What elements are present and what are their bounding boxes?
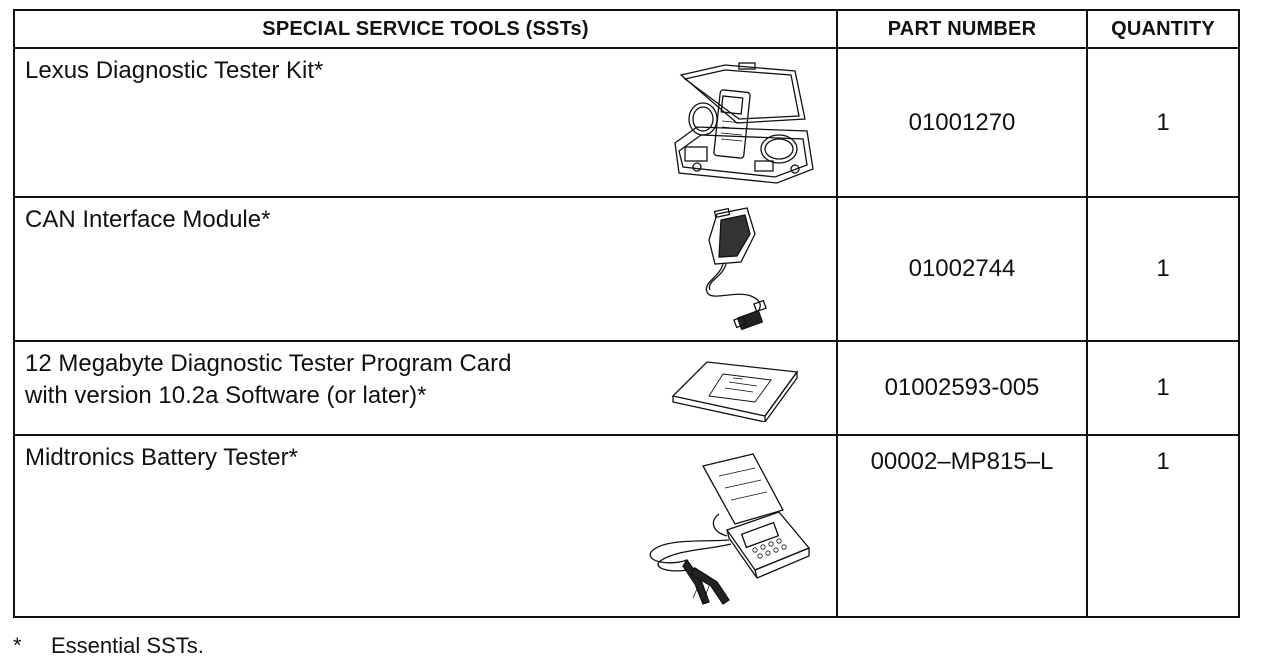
program-card-icon xyxy=(671,361,799,422)
quantity-cell: 1 xyxy=(1086,47,1240,198)
part-number-cell: 01002593-005 xyxy=(836,340,1088,436)
tool-cell: Midtronics Battery Tester* xyxy=(13,434,838,618)
tool-name: 12 Megabyte Diagnostic Tester Program Ca… xyxy=(25,350,512,409)
footnote-text: Essential SSTs. xyxy=(51,633,204,658)
tool-name: Lexus Diagnostic Tester Kit* xyxy=(25,57,324,84)
table-header-row: SPECIAL SERVICE TOOLS (SSTs) PART NUMBER… xyxy=(13,9,1240,49)
part-number-cell: 00002–MP815–L xyxy=(836,434,1088,618)
quantity-cell: 1 xyxy=(1086,340,1240,436)
quantity-cell: 1 xyxy=(1086,196,1240,342)
table-row: CAN Interface Module* 01002744 1 xyxy=(13,196,1240,342)
header-part-number: PART NUMBER xyxy=(836,9,1088,49)
diagnostic-tester-kit-icon xyxy=(674,62,814,184)
special-service-tools-table: SPECIAL SERVICE TOOLS (SSTs) PART NUMBER… xyxy=(13,9,1240,618)
battery-tester-icon xyxy=(649,453,811,605)
tool-name: Midtronics Battery Tester* xyxy=(25,444,298,471)
tool-cell: CAN Interface Module* xyxy=(13,196,838,342)
tool-cell: 12 Megabyte Diagnostic Tester Program Ca… xyxy=(13,340,838,436)
table-row: 12 Megabyte Diagnostic Tester Program Ca… xyxy=(13,340,1240,436)
header-tool: SPECIAL SERVICE TOOLS (SSTs) xyxy=(13,9,838,49)
table-row: Midtronics Battery Tester* xyxy=(13,434,1240,618)
footnote-mark: * xyxy=(13,633,22,658)
can-interface-module-icon xyxy=(705,207,767,331)
footnote: * Essential SSTs. xyxy=(13,633,204,659)
quantity-cell: 1 xyxy=(1086,434,1240,618)
header-quantity: QUANTITY xyxy=(1086,9,1240,49)
part-number-cell: 01001270 xyxy=(836,47,1088,198)
tool-cell: Lexus Diagnostic Tester Kit* xyxy=(13,47,838,198)
table-row: Lexus Diagnostic Tester Kit* xyxy=(13,47,1240,198)
part-number-cell: 01002744 xyxy=(836,196,1088,342)
tool-name: CAN Interface Module* xyxy=(25,206,271,233)
